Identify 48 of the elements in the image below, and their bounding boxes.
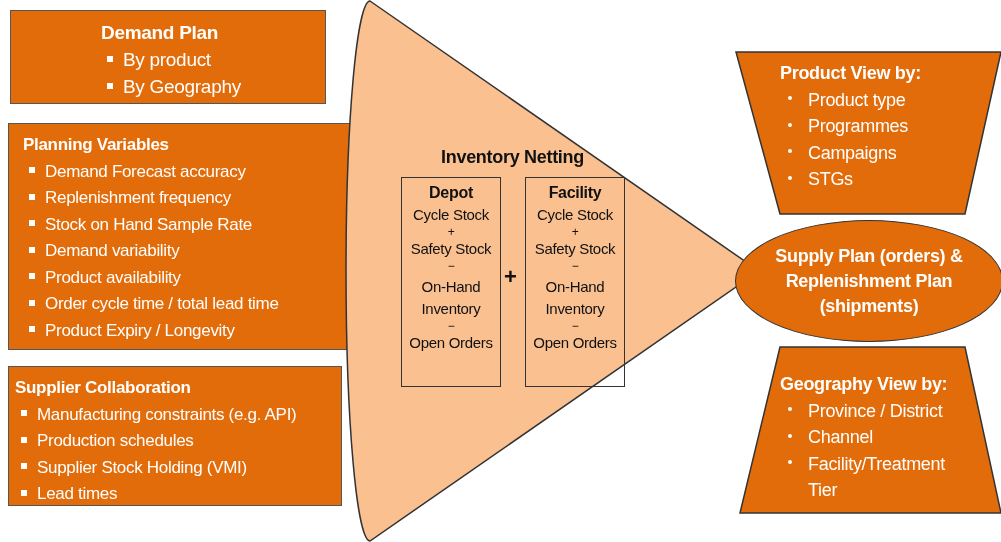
operator-sign: − <box>446 320 456 332</box>
list-item: On-Hand Inventory <box>420 277 482 319</box>
operator-sign: − <box>446 260 456 272</box>
list-item: Safety Stock <box>409 239 493 259</box>
list-item: Channel <box>780 424 971 451</box>
box-heading: Geography View by: <box>780 373 949 396</box>
list-item: Product type <box>780 86 997 113</box>
list-item: Product Expiry / Longevity <box>23 317 349 344</box>
stock-box <box>401 177 501 387</box>
list-item: On-Hand Inventory <box>544 277 606 319</box>
box-heading: Supplier Collaboration <box>15 377 192 399</box>
list-item: Product availability <box>23 264 349 291</box>
list-item: Facility/Treatment Tier <box>780 450 971 504</box>
list-item: Manufacturing constraints (e.g. API) <box>15 401 337 428</box>
list-item: By product <box>101 46 321 73</box>
list-item: Replenishment frequency <box>23 185 349 212</box>
list-item: Supplier Stock Holding (VMI) <box>15 454 337 481</box>
text-box <box>8 366 342 506</box>
box-heading: Depot <box>428 184 474 202</box>
list-item: Demand Forecast accuracy <box>23 158 349 185</box>
box-heading: Planning Variables <box>23 134 170 156</box>
box-heading: Demand Plan <box>101 21 220 45</box>
list-item: By Geography <box>101 73 321 100</box>
list-item: Production schedules <box>15 428 337 455</box>
operator-sign: + <box>570 226 580 238</box>
stock-box <box>525 177 625 387</box>
plus-sign: + <box>504 264 517 290</box>
list-item: Lead times <box>15 481 337 508</box>
list-item: Campaigns <box>780 139 997 166</box>
list-item: Open Orders <box>532 333 618 353</box>
box-heading: Product View by: <box>780 62 922 85</box>
list-item: Province / District <box>780 397 971 424</box>
operator-sign: − <box>570 320 580 332</box>
funnel-heading: Inventory Netting <box>440 147 585 168</box>
box-heading: Facility <box>547 184 603 202</box>
list-item: Stock on Hand Sample Rate <box>23 211 349 238</box>
text-box <box>10 10 326 104</box>
operator-sign: + <box>446 226 456 238</box>
operator-sign: − <box>570 260 580 272</box>
list-item: STGs <box>780 166 997 193</box>
list-item: Cycle Stock <box>412 205 490 225</box>
list-item: Demand variability <box>23 238 349 265</box>
list-item: Cycle Stock <box>536 205 614 225</box>
node-text: Supply Plan (orders) & Replenishment Plan (shipments) <box>774 244 964 318</box>
list-item: Safety Stock <box>533 239 617 259</box>
list-item: Programmes <box>780 113 997 140</box>
list-item: Open Orders <box>408 333 494 353</box>
list-item: Order cycle time / total lead time <box>23 291 349 318</box>
